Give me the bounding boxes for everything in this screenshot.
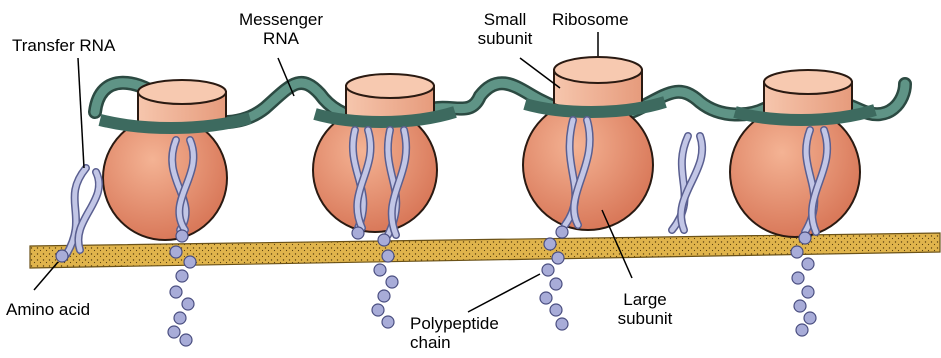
small-subunit-4 <box>764 70 852 94</box>
label-large-subunit-line1: Large <box>600 290 690 309</box>
label-amino-acid: Amino acid <box>6 300 90 319</box>
ribosome-2 <box>313 74 455 232</box>
label-polypeptide-chain: Polypeptide chain <box>410 314 499 352</box>
label-polypeptide-chain-line2: chain <box>410 333 499 352</box>
label-messenger-rna-line1: Messenger <box>226 10 336 29</box>
label-messenger-rna: Messenger RNA <box>226 10 336 48</box>
label-small-subunit-line1: Small <box>460 10 550 29</box>
label-polypeptide-chain-line1: Polypeptide <box>410 314 499 333</box>
small-subunit-2 <box>346 74 434 98</box>
label-messenger-rna-line2: RNA <box>226 29 336 48</box>
small-subunit-3 <box>554 57 642 83</box>
label-transfer-rna: Transfer RNA <box>12 36 115 55</box>
trna-free-left <box>66 168 99 255</box>
amino-acid-free <box>56 250 68 262</box>
label-small-subunit-line2: subunit <box>460 29 550 48</box>
trna-free-middle <box>672 136 702 230</box>
leader-polypeptide <box>468 274 540 312</box>
label-large-subunit-line2: subunit <box>600 309 690 328</box>
large-subunit-4 <box>730 107 860 237</box>
small-subunit-1 <box>138 80 226 104</box>
label-large-subunit: Large subunit <box>600 290 690 328</box>
leader-transfer-rna <box>78 58 84 168</box>
label-small-subunit: Small subunit <box>460 10 550 48</box>
ribosome-3 <box>523 57 665 230</box>
label-ribosome: Ribosome <box>552 10 629 29</box>
large-subunit-1 <box>103 116 227 240</box>
